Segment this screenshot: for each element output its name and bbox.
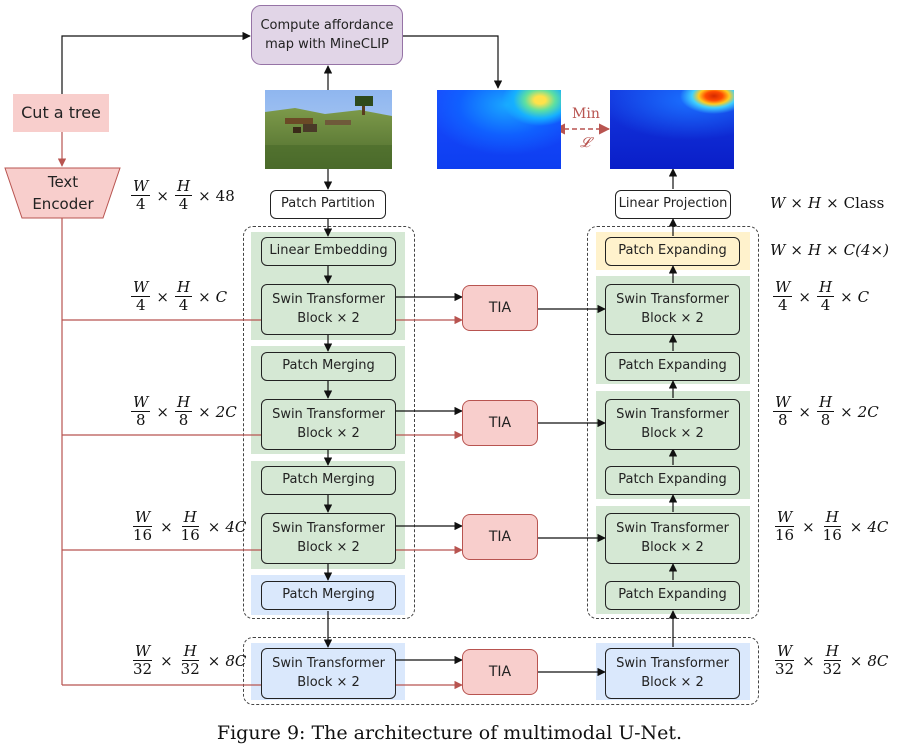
encoder-swin-1-line1: Swin Transformer [272,291,385,307]
bottleneck-dashed-group [243,637,759,705]
encoder-swin-2-line1: Swin Transformer [272,406,385,422]
tia-box-2: TIA [462,400,538,446]
decoder-swin-3-line1: Swin Transformer [616,520,729,536]
text-encoder: Text Encoder [18,170,108,216]
bottleneck-left-line2: Block × 2 [297,674,360,690]
minecraft-input-image [265,90,392,169]
min-label: Min [572,106,600,122]
encoder-swin-block-1: Swin Transformer Block × 2 [261,284,396,335]
bottleneck-left-line1: Swin Transformer [272,655,385,671]
text-encoder-line1: Text [47,173,79,191]
decoder-swin-block-2: Swin Transformer Block × 2 [605,399,740,450]
decoder-swin-block-1: Swin Transformer Block × 2 [605,284,740,335]
decoder-swin-2-line1: Swin Transformer [616,406,729,422]
encoder-swin-2-line2: Block × 2 [297,425,360,441]
dim-expand: W×H×C(4×) [770,241,889,259]
decoder-swin-1-line1: Swin Transformer [616,291,729,307]
decoder-swin-3-line2: Block × 2 [641,539,704,555]
affordance-line1: Compute affordance [260,17,394,33]
linear-embedding-box: Linear Embedding [261,237,396,266]
prompt-box: Cut a tree [13,94,109,132]
tia-box-3: TIA [462,514,538,560]
tia-box-1: TIA [462,285,538,331]
patch-partition-box: Patch Partition [270,190,386,219]
bottleneck-right-line1: Swin Transformer [616,655,729,671]
encoder-swin-3-line2: Block × 2 [297,539,360,555]
patch-expanding-box-1: Patch Expanding [605,352,740,381]
bottleneck-swin-block-right: Swin Transformer Block × 2 [605,648,740,699]
loss-label: 𝓛 [580,135,591,151]
decoder-swin-2-line2: Block × 2 [641,425,704,441]
linear-projection-box: Linear Projection [615,190,731,219]
dim-class: W×H×Class [770,194,885,212]
encoder-dashed-group [243,226,415,619]
text-encoder-line2: Encoder [32,195,94,213]
bottleneck-right-line2: Block × 2 [641,674,704,690]
patch-expanding-box-2: Patch Expanding [605,466,740,495]
patch-expanding-final: Patch Expanding [605,237,740,266]
encoder-swin-1-line2: Block × 2 [297,310,360,326]
affordance-heatmap [437,90,561,169]
encoder-swin-block-2: Swin Transformer Block × 2 [261,399,396,450]
patch-merging-box-3: Patch Merging [261,581,396,610]
predicted-heatmap [610,90,734,169]
encoder-swin-3-line1: Swin Transformer [272,520,385,536]
patch-merging-box-2: Patch Merging [261,466,396,495]
encoder-swin-block-3: Swin Transformer Block × 2 [261,513,396,564]
patch-expanding-box-3: Patch Expanding [605,581,740,610]
bottleneck-swin-block-left: Swin Transformer Block × 2 [261,648,396,699]
patch-merging-box-1: Patch Merging [261,352,396,381]
decoder-swin-1-line2: Block × 2 [641,310,704,326]
affordance-box: Compute affordance map with MineCLIP [251,5,403,65]
tia-box-4: TIA [462,649,538,695]
affordance-line2: map with MineCLIP [265,37,389,52]
figure-caption: Figure 9: The architecture of multimodal… [216,722,683,744]
decoder-swin-block-3: Swin Transformer Block × 2 [605,513,740,564]
